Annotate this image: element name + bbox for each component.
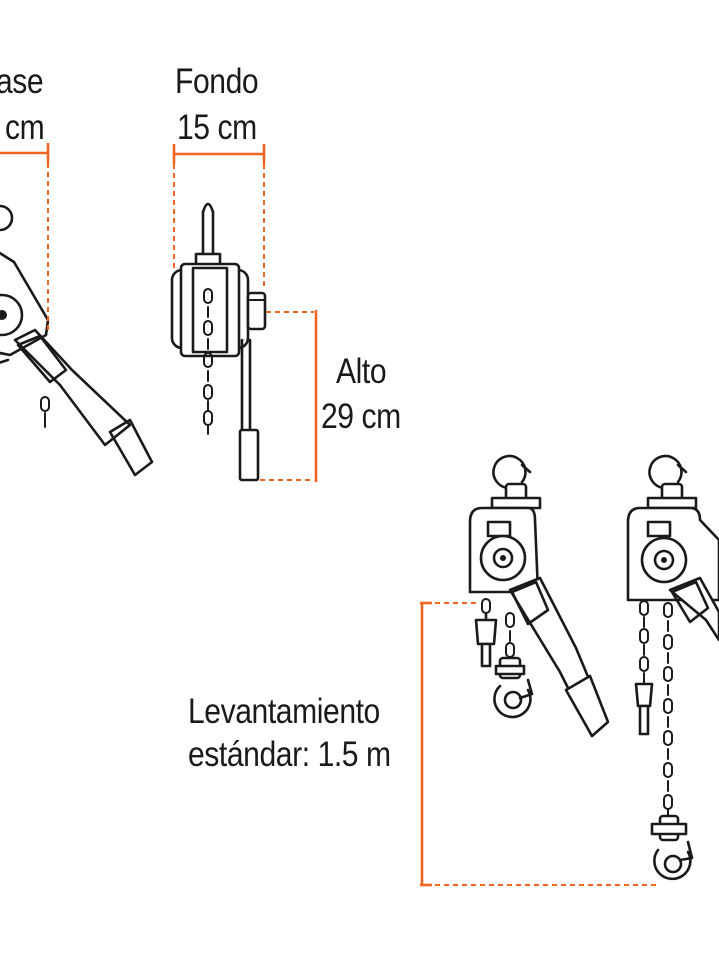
hoist-front-view <box>170 202 267 482</box>
lift-dimension <box>420 601 660 887</box>
alto-dimension <box>260 310 318 482</box>
lift-value: estándar: 1.5 m <box>188 735 391 774</box>
lift-label: Levantamiento <box>188 692 380 731</box>
base-value: cm <box>5 108 45 147</box>
base-label: ase <box>0 62 44 101</box>
hoist-extended <box>626 454 719 881</box>
alto-value: 29 cm <box>321 397 401 436</box>
fondo-value: 15 cm <box>177 108 257 147</box>
fondo-dimension <box>172 144 266 290</box>
fondo-label: Fondo <box>175 62 259 101</box>
alto-label: Alto <box>336 352 387 391</box>
hoist-side-view-left <box>0 204 154 477</box>
hoist-retracted <box>468 454 610 738</box>
base-dimension <box>0 143 50 330</box>
